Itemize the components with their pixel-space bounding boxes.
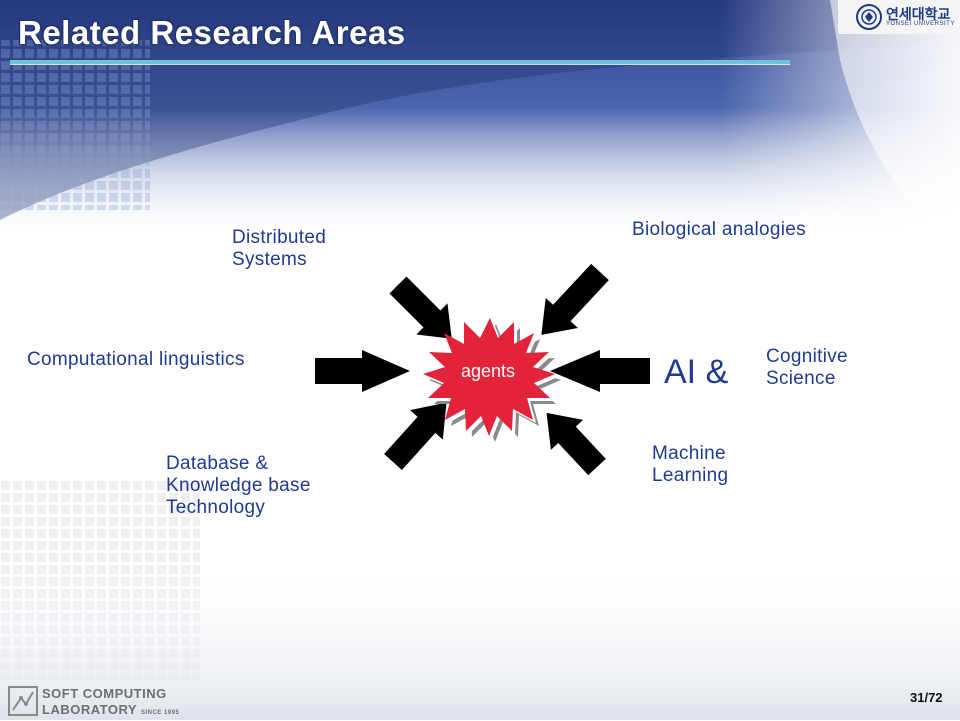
agents-label: agents — [461, 361, 516, 381]
machine-learning-label: Machine Learning — [652, 443, 728, 487]
university-text: 연세대학교 YONSEI UNIVERSITY — [886, 7, 955, 27]
lab-name-line2: LABORATORY — [42, 702, 137, 717]
label-line: Systems — [232, 249, 307, 270]
arrow-computational-linguistics — [315, 350, 410, 392]
label-line: Machine — [652, 443, 726, 464]
university-name: 연세대학교 — [886, 6, 951, 22]
cognitive-science-label: Cognitive Science — [766, 346, 848, 390]
database-knowledge-label: Database & Knowledge base Technology — [166, 453, 311, 519]
arrow-machine-learning — [546, 412, 606, 476]
label-line: Knowledge base — [166, 475, 311, 496]
lab-since: SINCE 1995 — [140, 710, 180, 716]
ai-label: AI & — [664, 353, 729, 391]
page-number: 31/72 — [910, 690, 943, 705]
label-line: Science — [766, 368, 836, 389]
arrow-distributed-systems — [389, 276, 452, 339]
arrow-database-knowledge — [384, 402, 447, 471]
label-line: Database & — [166, 453, 269, 474]
agents-starburst — [423, 318, 555, 436]
soft-computing-lab-icon — [8, 686, 38, 716]
slide-title: Related Research Areas — [18, 14, 406, 51]
lab-name-line2-row: LABORATORY SINCE 1995 — [42, 702, 179, 721]
biological-analogies-label: Biological analogies — [632, 219, 806, 240]
lab-name-line1: SOFT COMPUTING — [42, 686, 167, 701]
arrow-biological-analogies — [541, 263, 609, 335]
yonsei-seal-icon — [856, 4, 882, 30]
label-line: Distributed — [232, 227, 327, 248]
university-subtitle: YONSEI UNIVERSITY — [886, 21, 955, 27]
distributed-systems-label: Distributed Systems — [232, 227, 326, 271]
arrow-cognitive-science — [550, 350, 650, 392]
label-line: Cognitive — [766, 346, 848, 367]
university-branding: 연세대학교 YONSEI UNIVERSITY — [840, 0, 960, 34]
label-line: Technology — [166, 497, 266, 518]
label-line: Learning — [652, 465, 729, 486]
computational-linguistics-label: Computational linguistics — [27, 349, 245, 370]
lab-branding: SOFT COMPUTING LABORATORY SINCE 1995 — [42, 686, 179, 721]
